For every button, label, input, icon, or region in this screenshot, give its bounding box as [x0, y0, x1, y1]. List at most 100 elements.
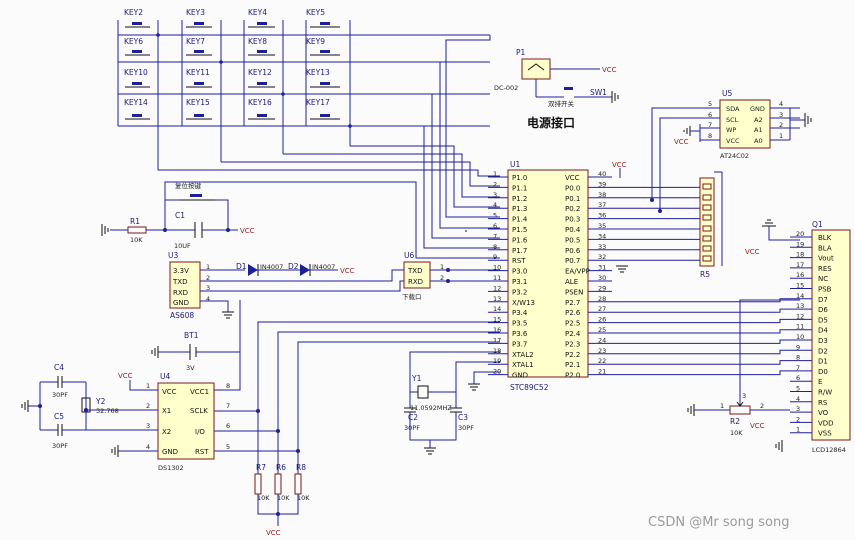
u1-left-num: 16	[493, 326, 501, 334]
u1-right-label: P0.2	[565, 205, 580, 213]
switch-ref: SW1	[590, 88, 607, 97]
crystal-11m: Y1 11.0592MHZ C2 30PF C3 30PF	[404, 351, 500, 455]
reset-label: 复位按键	[175, 181, 202, 190]
r2-ref: R2	[730, 417, 740, 426]
svg-text:SCL: SCL	[726, 116, 739, 124]
key-label: KEY6	[124, 37, 143, 46]
u1-right-num: 21	[598, 368, 606, 376]
lcd-pin-num: 12	[796, 312, 804, 320]
u1-left-label: P1.3	[512, 205, 527, 213]
lcd-pin-num: 2	[796, 415, 800, 423]
svg-text:6: 6	[226, 422, 230, 430]
lcd-pin-num: 10	[796, 333, 804, 341]
u1-left-num: 8	[493, 243, 497, 251]
lcd-pin-label: BLA	[818, 244, 832, 252]
u1-right-num: 39	[598, 180, 606, 188]
svg-text:2: 2	[760, 402, 764, 410]
u1-left-label: P3.7	[512, 340, 527, 348]
u1-right-label: P0.1	[565, 195, 580, 203]
u1-right-label: P0.0	[565, 184, 580, 192]
lcd-bus	[612, 298, 790, 376]
u1-left-num: 10	[493, 264, 501, 272]
key-label: KEY11	[186, 68, 210, 77]
svg-text:3: 3	[742, 392, 746, 400]
svg-text:SDA: SDA	[726, 105, 740, 113]
lcd-pin-label: E	[818, 378, 822, 386]
switch-label: 双排开关	[548, 99, 575, 108]
d1-part: IN4007	[260, 263, 283, 271]
u1-right-label: P0.3	[565, 216, 580, 224]
u1-left-label: XTAL1	[512, 361, 534, 369]
c4-ref: C4	[54, 363, 64, 372]
u6-part: 下载口	[402, 292, 422, 301]
svg-text:VCC: VCC	[726, 137, 740, 145]
svg-text:8: 8	[708, 132, 712, 140]
d1-ref: D1	[236, 262, 247, 271]
lcd-pin-label: VSS	[818, 430, 832, 438]
svg-text:3.3V: 3.3V	[173, 267, 189, 275]
u1-left-num: 7	[493, 232, 497, 240]
svg-text:RXD: RXD	[173, 289, 188, 297]
lcd-pin-num: 5	[796, 385, 800, 393]
u1-ref: U1	[510, 160, 520, 169]
pullup-vcc: VCC	[266, 529, 281, 537]
key-matrix: KEY2 KEY3 KEY4 KEY5 KEY6 KEY7 KEY8 KEY9 …	[117, 8, 500, 249]
svg-text:A2: A2	[754, 116, 763, 124]
q1-ref: Q1	[812, 220, 823, 229]
svg-text:3: 3	[779, 111, 783, 119]
lcd-pin-label: D2	[818, 347, 828, 355]
fingerprint-u3: U3 AS608 3.3V TXD RXD GND 1 2 3 4	[168, 251, 500, 320]
u1-left-num: 18	[493, 347, 501, 355]
lcd-pin-label: PSB	[818, 286, 832, 294]
u3-part: AS608	[170, 311, 194, 320]
svg-text:X1: X1	[162, 407, 171, 415]
lcd-pin-num: 11	[796, 323, 804, 331]
svg-text:RXD: RXD	[408, 278, 423, 286]
u1-left-label: P3.2	[512, 288, 527, 296]
d2-ref: D2	[288, 262, 299, 271]
c4-val: 30PF	[52, 391, 68, 399]
lcd-pin-num: 3	[796, 405, 800, 413]
power-vcc: VCC	[602, 66, 617, 74]
power-section: P1 DC-002 VCC SW1 双排开关 电源接口	[494, 48, 619, 130]
c2-val: 30PF	[404, 424, 420, 432]
u1-right-num: 38	[598, 191, 606, 199]
svg-text:3: 3	[146, 422, 150, 430]
battery-bt1: BT1 3V	[151, 331, 212, 372]
power-part: DC-002	[494, 84, 518, 92]
u1-left-label: P3.1	[512, 278, 527, 286]
key-label: KEY17	[306, 98, 330, 107]
svg-text:7: 7	[708, 121, 712, 129]
r1-val: 10K	[130, 236, 143, 244]
u1-left-num: 11	[493, 274, 501, 282]
lcd-pin-num: 16	[796, 271, 804, 279]
u1-right-label: P2.3	[565, 340, 580, 348]
svg-text:4: 4	[146, 443, 150, 451]
svg-text:GND: GND	[162, 448, 178, 456]
u1-left-num: 15	[493, 316, 501, 324]
r2-val: 10K	[730, 429, 743, 437]
u1-vcc: VCC	[612, 161, 627, 169]
u1-left-num: 2	[493, 180, 497, 188]
r7-ref: R7	[256, 463, 266, 472]
u1-right-num: 27	[598, 305, 606, 313]
key-label: KEY3	[186, 8, 205, 17]
lcd-pin-num: 7	[796, 364, 800, 372]
u1-left-num: 13	[493, 295, 501, 303]
u1-left-num: 19	[493, 357, 501, 365]
key-label: KEY15	[186, 98, 210, 107]
u1-left-num: 1	[493, 170, 497, 178]
c1-val: 10UF	[174, 242, 191, 250]
pot-vcc: VCC	[750, 422, 765, 430]
lcd-pin-label: D5	[818, 316, 828, 324]
r8-val: 10K	[297, 494, 310, 502]
key-label: KEY13	[306, 68, 330, 77]
diode-vcc: VCC	[340, 267, 355, 275]
u1-left-label: P1.6	[512, 236, 528, 244]
c3-val: 30PF	[458, 424, 474, 432]
d2-part: IN4007	[312, 263, 335, 271]
u1-left-label: GND	[512, 372, 528, 380]
u1-left-label: P1.0	[512, 174, 527, 182]
